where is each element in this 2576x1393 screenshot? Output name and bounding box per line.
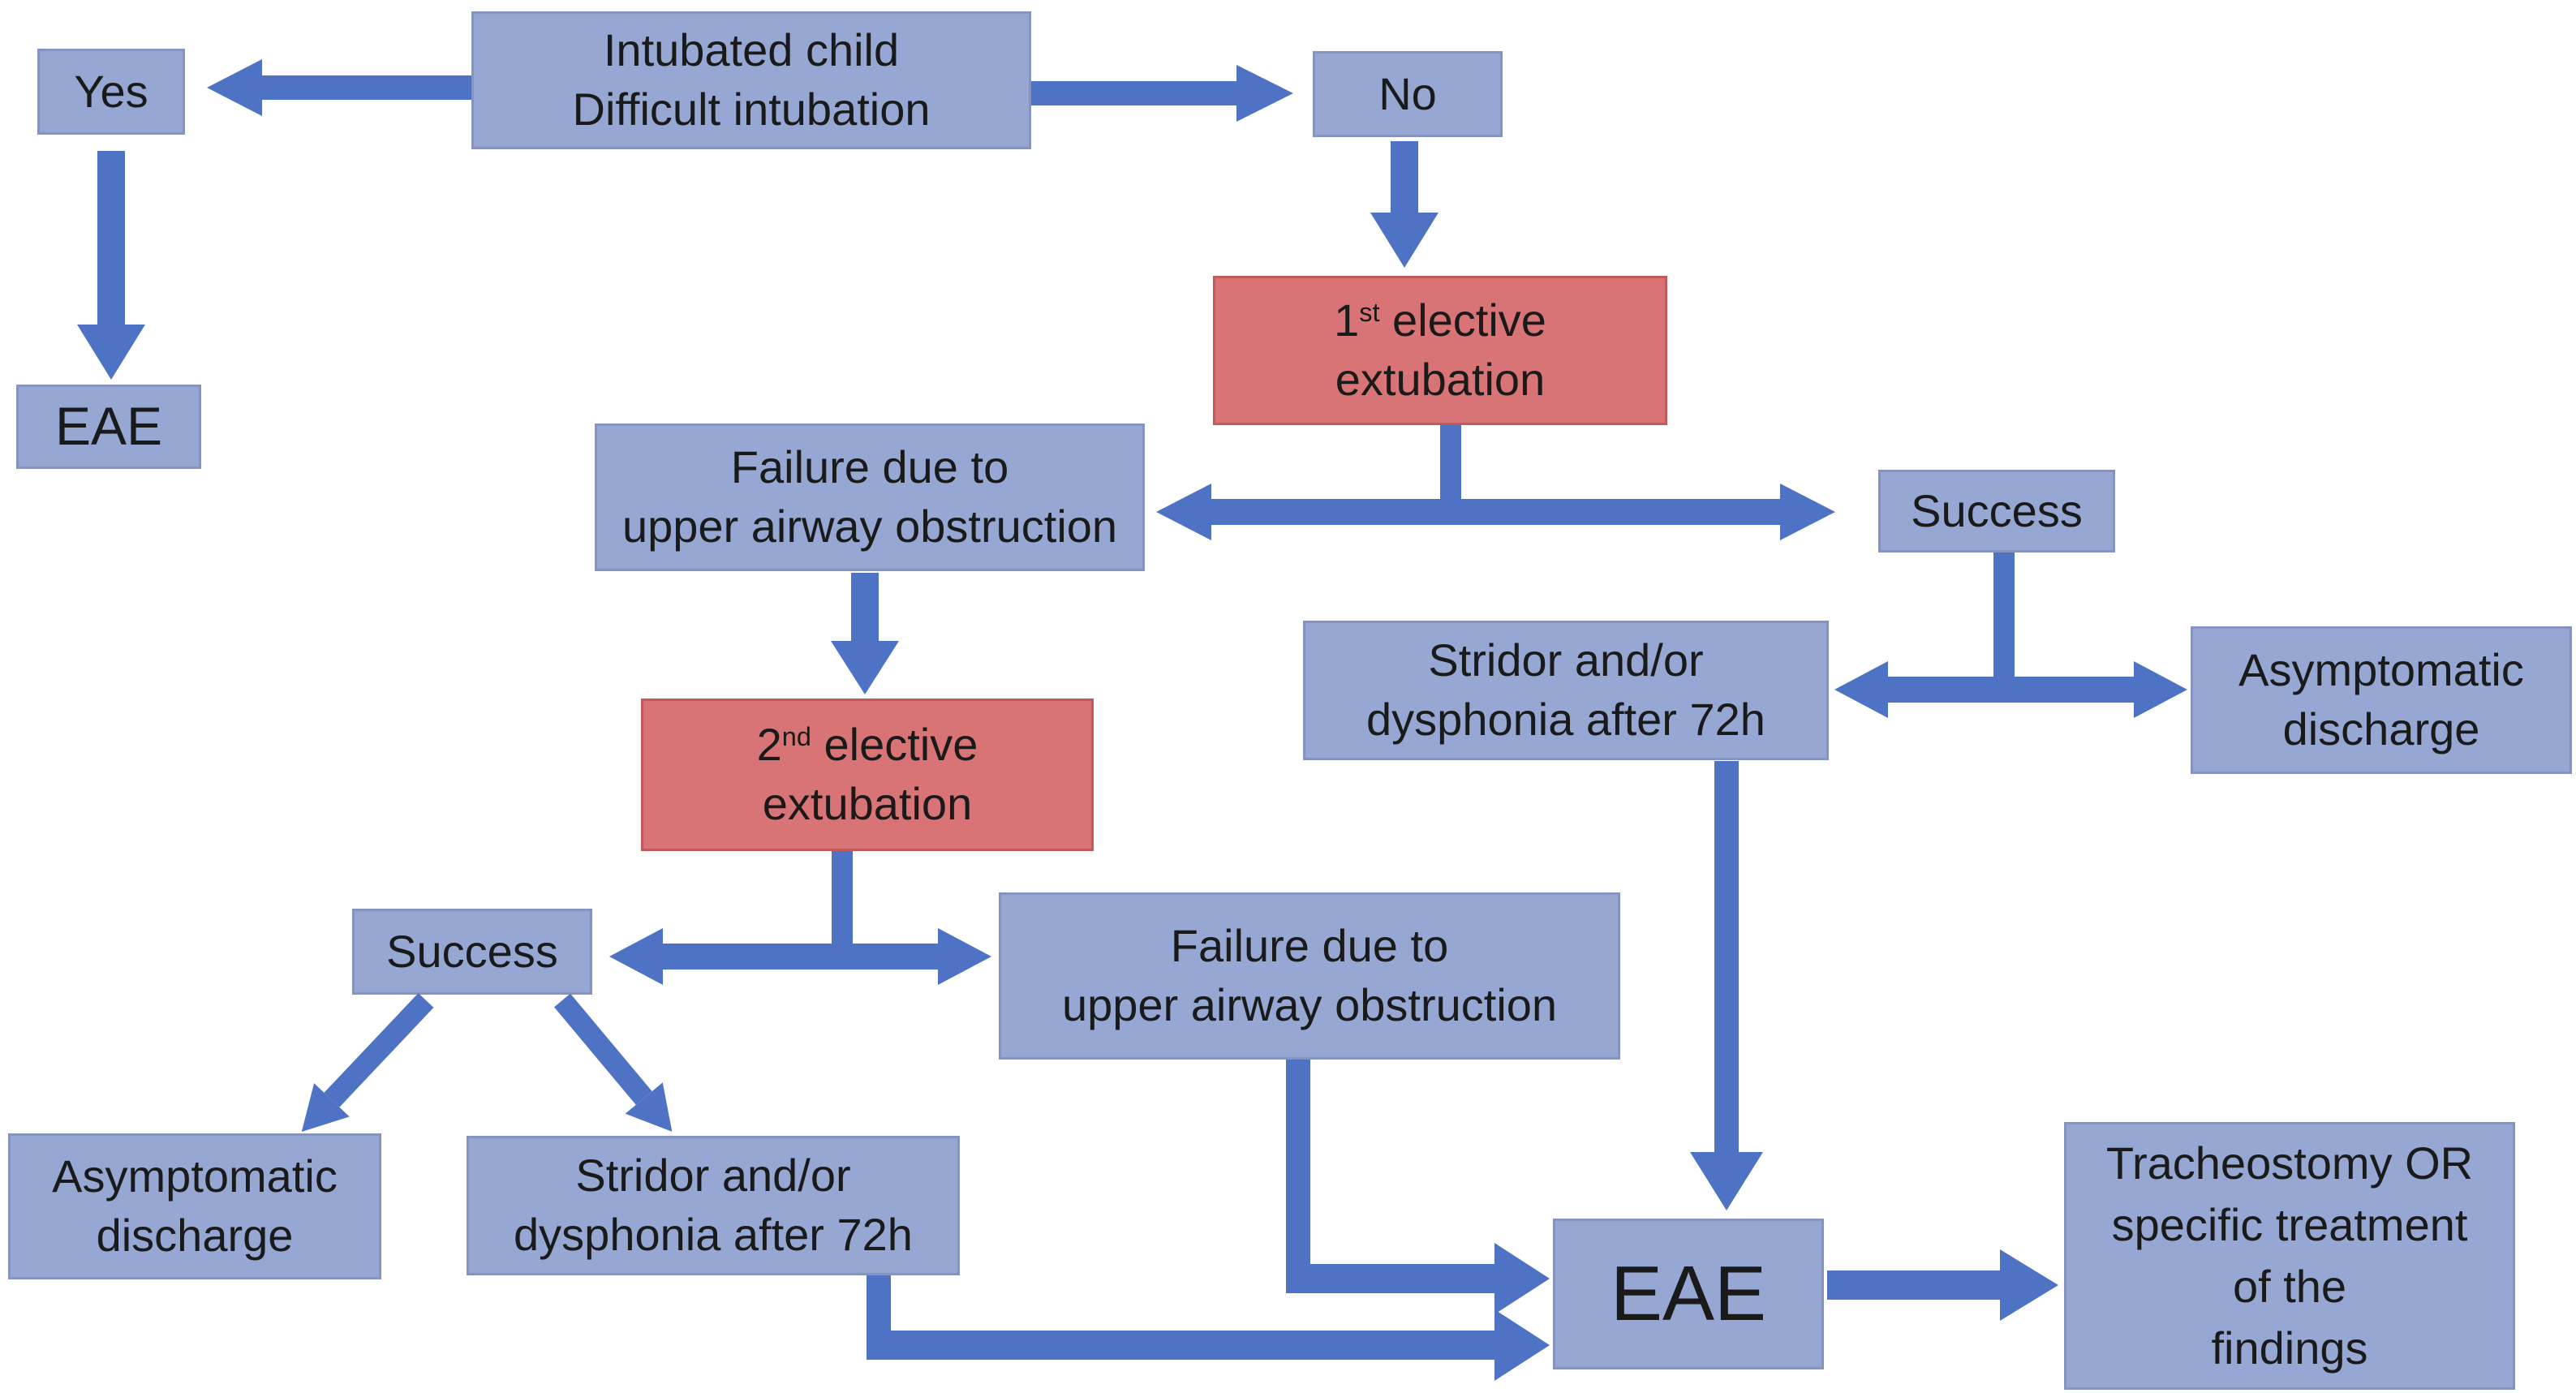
- node-success-2: Success: [352, 909, 592, 995]
- node-line: findings: [2211, 1322, 2368, 1374]
- node-line: 1st elective: [1334, 295, 1546, 346]
- arrow-intubated-to-yes-head: [204, 59, 262, 116]
- arrow-ext1-split-shaft: [1207, 499, 1782, 525]
- arrow-failure2-to-eae-head: [1494, 1243, 1552, 1314]
- node-eae-difficult-intubation: EAE: [16, 385, 201, 469]
- arrow-stridor1-to-eae-shaft: [1714, 761, 1739, 1152]
- arrow-failure2-to-eae-shaft: [1286, 1264, 1496, 1293]
- node-no: No: [1313, 51, 1503, 137]
- node-line: Asymptomatic: [2238, 644, 2524, 696]
- node-line: Tracheostomy OR: [2105, 1137, 2474, 1189]
- node-line: Failure due to: [730, 441, 1009, 493]
- arrow-success1-split-right-head: [2134, 661, 2190, 718]
- node-failure-upper-airway-2: Failure due to upper airway obstruction: [999, 892, 1620, 1060]
- node-line: No: [1378, 67, 1437, 119]
- node-line: Success: [386, 925, 558, 977]
- ordinal-suffix: st: [1359, 298, 1380, 328]
- arrow-stridor2-to-eae-head: [1494, 1309, 1552, 1381]
- arrow-intubated-to-no-shaft: [1031, 81, 1236, 105]
- arrow-ext2-split-shaft: [659, 944, 940, 970]
- node-line: Yes: [74, 65, 148, 117]
- node-line: extubation: [1335, 354, 1546, 405]
- node-line: Intubated child: [603, 24, 900, 76]
- node-stridor-dysphonia-2: Stridor and/or dysphonia after 72h: [467, 1136, 960, 1275]
- node-line: Asymptomatic: [52, 1150, 338, 1202]
- arrow-stridor2-to-eae-shaft: [867, 1331, 1496, 1360]
- arrow-intubated-to-no-head: [1236, 65, 1296, 122]
- node-success-1: Success: [1878, 470, 2115, 552]
- arrow-success2-to-stridor2: [554, 993, 693, 1150]
- node-line: dysphonia after 72h: [1366, 694, 1765, 745]
- node-line: specific treatment: [2111, 1198, 2468, 1250]
- node-tracheostomy-treatment: Tracheostomy OR specific treatment of th…: [2064, 1122, 2515, 1390]
- arrow-ext1-split-left-head: [1154, 484, 1211, 540]
- node-line: Stridor and/or: [575, 1150, 851, 1202]
- node-line: dysphonia after 72h: [514, 1209, 913, 1260]
- node-line: Success: [1911, 484, 2083, 536]
- connector-failure2-elbow-vertical: [1286, 1060, 1310, 1293]
- arrow-success1-split-left-head: [1832, 661, 1888, 718]
- node-asymptomatic-discharge-1: Asymptomatic discharge: [2191, 626, 2572, 774]
- node-line: Difficult intubation: [572, 84, 931, 135]
- node-failure-upper-airway-1: Failure due to upper airway obstruction: [595, 423, 1145, 571]
- node-line: Stridor and/or: [1428, 634, 1704, 686]
- node-line: EAE: [54, 396, 163, 457]
- arrow-success1-split-shaft: [1884, 677, 2135, 703]
- node-line: discharge: [96, 1210, 294, 1261]
- arrow-shaft: [554, 993, 652, 1105]
- node-intubated-child: Intubated child Difficult intubation: [471, 11, 1031, 149]
- node-line: discharge: [2282, 703, 2480, 755]
- node-eae-main: EAE: [1553, 1219, 1824, 1369]
- arrow-failure1-to-ext2-head: [831, 641, 899, 697]
- arrow-stridor1-to-eae-head: [1690, 1152, 1763, 1213]
- node-yes: Yes: [37, 49, 185, 135]
- node-asymptomatic-discharge-2: Asymptomatic discharge: [8, 1133, 381, 1279]
- node-second-elective-extubation: 2nd elective extubation: [641, 699, 1094, 851]
- node-line: of the: [2232, 1261, 2347, 1312]
- connector-ext1-stem: [1440, 425, 1461, 500]
- arrow-failure1-to-ext2-shaft: [851, 573, 879, 641]
- arrow-eae-to-tracheostomy-shaft: [1827, 1270, 2000, 1300]
- connector-success1-stem: [1993, 552, 2015, 682]
- arrow-intubated-to-yes-shaft: [260, 75, 471, 100]
- node-first-elective-extubation: 1st elective extubation: [1213, 276, 1667, 425]
- arrow-ext2-split-left-head: [607, 928, 663, 985]
- arrow-shaft: [324, 993, 434, 1107]
- arrow-no-to-ext1-shaft: [1391, 141, 1418, 213]
- node-line: upper airway obstruction: [621, 501, 1118, 552]
- arrow-yes-to-eae-shaft: [97, 151, 125, 325]
- arrow-yes-to-eae-head: [77, 325, 145, 382]
- arrow-ext2-split-right-head: [938, 928, 994, 985]
- ordinal-suffix: nd: [781, 722, 811, 752]
- node-line: Failure due to: [1170, 920, 1449, 972]
- arrow-success2-to-asymptomatic2: [282, 993, 434, 1150]
- node-line: upper airway obstruction: [1061, 979, 1558, 1030]
- arrow-ext1-split-right-head: [1780, 484, 1838, 540]
- arrow-eae-to-tracheostomy-head: [2000, 1249, 2061, 1321]
- connector-ext2-stem: [832, 851, 853, 957]
- arrow-no-to-ext1-head: [1370, 213, 1439, 270]
- node-line: EAE: [1610, 1249, 1767, 1337]
- node-line: 2nd elective: [756, 719, 978, 771]
- node-line: extubation: [762, 778, 973, 829]
- node-stridor-dysphonia-1: Stridor and/or dysphonia after 72h: [1303, 621, 1829, 760]
